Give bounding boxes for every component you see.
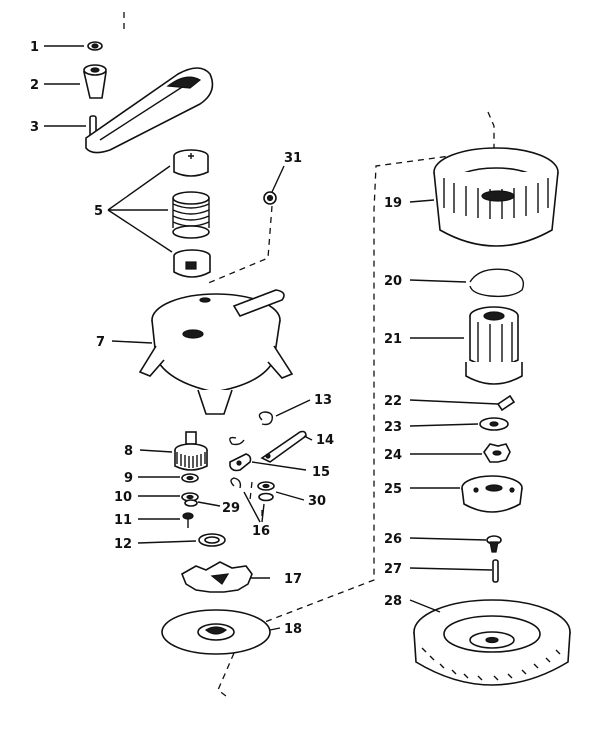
label-20: 20 — [384, 274, 402, 289]
label-17: 17 — [284, 572, 302, 587]
part-7-housing — [138, 289, 294, 415]
part-31-ball — [263, 191, 277, 205]
label-15: 15 — [312, 465, 330, 480]
label-8: 8 — [124, 444, 133, 459]
label-29: 29 — [222, 501, 240, 516]
label-16: 16 — [252, 524, 270, 539]
part-15-lever — [229, 453, 252, 472]
part-21-spool — [465, 306, 523, 385]
part-18-disc — [161, 609, 271, 655]
label-5: 5 — [94, 204, 103, 219]
part-24-star-wheel — [483, 443, 511, 463]
part-5-clutch-stack — [172, 149, 211, 278]
label-27: 27 — [384, 562, 402, 577]
part-14-pawl — [260, 430, 307, 463]
label-23: 23 — [384, 420, 402, 435]
part-16-clips — [230, 477, 242, 489]
label-12: 12 — [114, 537, 132, 552]
part-13-spring — [229, 411, 274, 446]
part-22-clip — [496, 394, 516, 412]
part-8-gear — [174, 431, 208, 471]
label-28: 28 — [384, 594, 402, 609]
label-11: 11 — [114, 513, 132, 528]
label-13: 13 — [314, 393, 332, 408]
part-19-pulley-ring — [433, 147, 559, 247]
label-9: 9 — [124, 471, 133, 486]
label-18: 18 — [284, 622, 302, 637]
part-1-nut — [87, 41, 103, 51]
label-25: 25 — [384, 482, 402, 497]
part-20-retaining-ring — [469, 268, 525, 298]
part-26-screw — [486, 535, 502, 553]
label-2: 2 — [30, 78, 39, 93]
part-9-washer — [181, 473, 199, 483]
part-17-ratchet-plate — [180, 561, 253, 593]
part-12-washer — [198, 533, 226, 547]
part-28-base — [413, 599, 571, 686]
part-labels: 1 2 3 5 7 8 9 10 11 12 31 13 14 15 29 30… — [30, 40, 402, 637]
label-30: 30 — [308, 494, 326, 509]
assembly-guide-right — [217, 111, 495, 697]
label-24: 24 — [384, 448, 402, 463]
leader-lines — [44, 45, 499, 631]
label-1: 1 — [30, 40, 39, 55]
spring-guide — [249, 481, 263, 520]
label-10: 10 — [114, 490, 132, 505]
part-29-washer — [184, 499, 198, 507]
part-30-washer — [257, 481, 275, 502]
label-26: 26 — [384, 532, 402, 547]
part-11-screw — [182, 512, 194, 528]
part-23-washer — [479, 417, 509, 431]
assembly-guide-left — [205, 205, 273, 285]
label-21: 21 — [384, 332, 402, 347]
part-2-knob — [82, 64, 107, 99]
label-3: 3 — [30, 120, 39, 135]
part-27-pin — [492, 559, 499, 583]
label-22: 22 — [384, 394, 402, 409]
label-19: 19 — [384, 196, 402, 211]
part-3-crank-arm — [85, 67, 214, 154]
label-31: 31 — [284, 151, 302, 166]
part-25-cup — [461, 475, 523, 513]
label-7: 7 — [96, 335, 105, 350]
label-14: 14 — [316, 433, 334, 448]
